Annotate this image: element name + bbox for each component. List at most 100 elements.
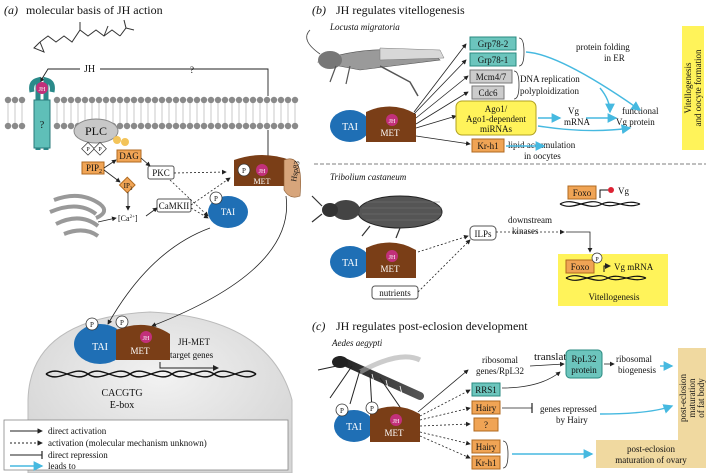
krh1-box-b [471,138,505,153]
locusta-jh-ball [386,114,398,126]
lipid-head [151,122,159,130]
nuc-p1-circle [85,317,99,331]
lipid-head [242,122,250,130]
lipid-head [74,96,82,104]
target-label-2: target genes [170,350,214,360]
question-mark-1: ? [190,65,194,75]
p-diamond-2 [93,141,107,156]
lipid-head [221,122,229,130]
lipid-head [4,96,12,104]
hsp83-shape [283,158,301,198]
lipid-head [263,122,271,130]
lipid-head [277,122,285,130]
lipid-head [179,122,187,130]
aedes-jh-label: JH [393,419,400,425]
vitello-side-2: and oocyte formation [693,49,703,126]
foxo-box-2 [565,259,595,274]
tribolium-jh-label: JH [389,255,396,261]
aedes-species: Aedes aegypti [331,338,383,348]
lipid-head [235,122,243,130]
nuc-jh-ball [140,331,152,343]
receptor-jh-label: JH [39,87,46,93]
met-to-ilps [417,234,469,253]
nutrients-label: nutrients [379,288,411,298]
aedes-p1-circle [335,403,349,417]
lipid-head [165,122,173,130]
legend [3,419,289,471]
ilps-box [469,225,497,241]
dna-replication: DNA replication [520,74,580,84]
aedes-tai-label: TAI [346,422,362,433]
phosphate-dot-1 [113,136,121,144]
lipid-head [291,122,299,130]
ca-to-camkii [145,207,158,217]
lipid-head [18,122,26,130]
krh1-box-c [471,455,501,470]
plc-enzyme [73,118,119,144]
ip3-diamond [118,176,136,194]
locusta-species: Locusta migratoria [329,22,400,32]
ovary-2: maturation of ovary [615,455,687,465]
receptor-jh-ball [36,82,48,94]
lipid-head [53,122,61,130]
kinase-to-foxo [566,231,593,253]
met-to-nucleus-arrow [151,195,288,327]
translation-arrow [529,361,565,367]
ip3-label: IP3 [124,182,133,192]
lipid-head [158,122,166,130]
nuc-p2-circle [115,315,129,329]
ebox-label: E-box [110,400,134,411]
lipid-head [151,96,159,104]
cdc6-label: Cdc6 [479,88,498,98]
lipid-head [18,96,26,104]
grp-bracket [518,37,525,67]
mcm-label: Mcm4/7 [476,72,507,82]
functional-vg-2: Vg protein [616,117,655,127]
vitellogenesis-b: Vitellogenesis [589,292,640,302]
pip2-label: PIP2 [86,163,102,175]
legend-item-1: direct activation [48,426,107,436]
tribolium-met-label: MET [381,264,401,274]
jh-to-receptor-arrow [39,68,80,83]
lipid-1: lipid accumulation [508,140,576,150]
plc-label: PLC [85,124,107,138]
p-diamond-2-label: P [98,147,102,153]
calcium-label: [Ca2+] [118,214,138,223]
lipid-head [158,96,166,104]
vg-label-2: mRNA [564,117,591,127]
question-label: ? [484,420,488,430]
lipid-head [200,96,208,104]
lipid-2: in oocytes [524,151,561,161]
pkc-box [147,165,175,180]
cyto-jh-label: JH [259,169,266,175]
nuc-met [116,324,170,360]
panel-a: (a) molecular basis of JH action JH ? [3,3,304,473]
ribosomal-genes-1: ribosomal [482,355,518,365]
ago1-label-1: Ago1/ [485,104,508,114]
hsp83-label: Hsp83 [289,160,301,182]
lipid-head [228,122,236,130]
aedes-p1-label: P [340,407,344,415]
fat-body-box [678,348,706,448]
lipid-head [249,122,257,130]
foxo-tss [599,189,608,198]
lipid-head [144,122,152,130]
nuc-tai-label: TAI [92,342,108,353]
lipid-head [137,122,145,130]
foxo-box-1 [567,185,597,200]
tribolium-jh-ball [386,250,398,262]
lipid-head [4,122,12,130]
lipid-head [144,96,152,104]
lipid-head [214,122,222,130]
functional-vg-1: functional [622,106,659,116]
panel-a-label: (a) [4,3,18,17]
ago1-label-3: miRNAs [480,124,513,134]
hairy-label-1: Hairy [476,403,497,413]
lipid-head [165,96,173,104]
lipid-head [235,96,243,104]
ovary-1: post-eclosion [627,444,675,454]
panel-c-title: JH regulates post-eclosion development [336,319,528,333]
polyploidization: polyploidization [520,86,579,96]
jh-top-label: JH [84,64,95,75]
